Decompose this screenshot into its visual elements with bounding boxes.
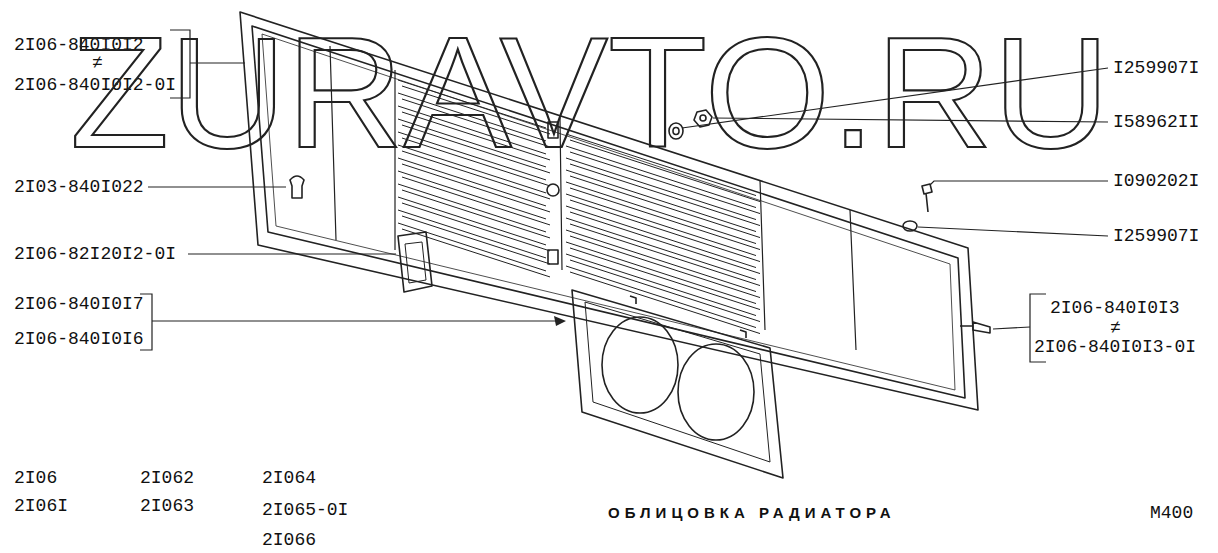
model-number: 2I062 bbox=[140, 468, 194, 488]
headlamp-frame bbox=[572, 290, 783, 478]
model-number: 2I063 bbox=[140, 496, 194, 516]
screw bbox=[922, 184, 932, 212]
arrow-head bbox=[554, 316, 566, 326]
part-number: I58962II bbox=[1113, 112, 1199, 132]
leader-line bbox=[930, 181, 1108, 185]
model-number: 2I06I bbox=[14, 496, 68, 516]
leader-line bbox=[188, 253, 396, 254]
headlamp-tab bbox=[630, 296, 746, 338]
screw bbox=[960, 322, 990, 333]
leader-line bbox=[148, 186, 286, 187]
part-number: 2I06-840I0I3-0I bbox=[1034, 337, 1196, 357]
grille-slat bbox=[398, 197, 550, 251]
watermark: ZURAVTO.RU bbox=[70, 14, 1110, 172]
emblem-inner bbox=[405, 242, 426, 283]
part-number: 2I06-840I0I3 bbox=[1050, 298, 1180, 318]
part-number: 2I03-840I022 bbox=[14, 177, 144, 197]
title: ОБЛИЦОВКА РАДИАТОРА bbox=[608, 504, 896, 521]
part-number: 2I06-82I20I2-0I bbox=[14, 244, 176, 264]
not-equal-sign: ≠ bbox=[1110, 318, 1121, 338]
model-number: 2I06 bbox=[14, 468, 57, 488]
part-number: 2I06-840I0I6 bbox=[14, 329, 144, 349]
center-stud bbox=[548, 250, 558, 264]
model-number: 2I065-0I bbox=[262, 500, 348, 520]
grille-slat bbox=[398, 210, 550, 264]
leader-line bbox=[993, 327, 1030, 329]
clip bbox=[290, 176, 304, 198]
grille-slat bbox=[398, 184, 550, 238]
washer bbox=[903, 221, 917, 231]
model-number: 2I066 bbox=[262, 530, 316, 550]
grille-slat bbox=[398, 171, 550, 225]
leader-line bbox=[152, 320, 560, 321]
part-number: 2I06-840I0I7 bbox=[14, 294, 144, 314]
part-number: I259907I bbox=[1113, 226, 1199, 246]
lamp-opening bbox=[678, 344, 754, 440]
grille-slat bbox=[398, 223, 550, 277]
headlamp-frame-inner bbox=[585, 302, 770, 462]
emblem bbox=[398, 232, 432, 292]
grille-slat bbox=[566, 254, 760, 322]
sheet-number: М400 bbox=[1150, 503, 1193, 523]
part-number: I259907I bbox=[1113, 58, 1199, 78]
lamp-opening bbox=[602, 317, 678, 413]
part-number: I090202I bbox=[1113, 171, 1199, 191]
grille-slat bbox=[566, 266, 760, 334]
leader-line bbox=[918, 227, 1108, 236]
model-number: 2I064 bbox=[262, 468, 316, 488]
